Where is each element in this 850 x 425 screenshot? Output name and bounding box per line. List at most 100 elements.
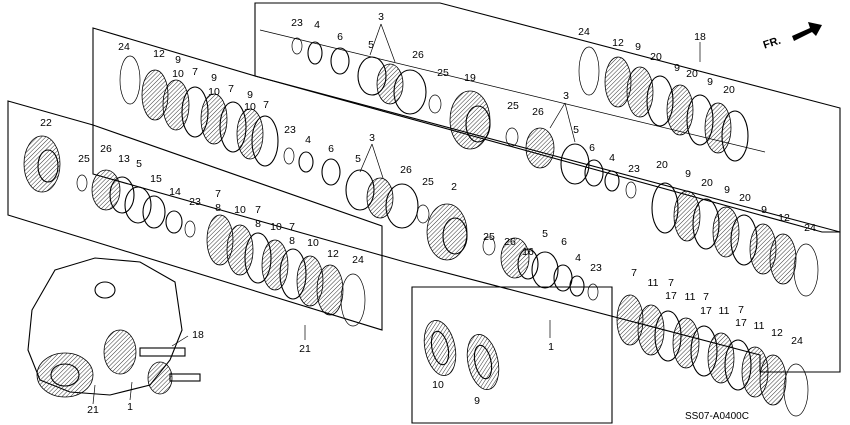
callout-10: 10 [307, 237, 319, 249]
callout-23: 23 [189, 196, 201, 208]
leader-lines [92, 23, 701, 405]
callout-7: 7 [668, 277, 674, 289]
callout-3: 3 [369, 132, 375, 144]
callout-12: 12 [612, 37, 624, 49]
callout-9: 9 [674, 62, 680, 74]
part-code: SS07-A0400C [685, 411, 749, 422]
snap-ring-24b [119, 55, 141, 105]
callout-24: 24 [791, 335, 803, 347]
callout-9: 9 [211, 72, 217, 84]
piston-5e [124, 186, 152, 224]
callout-6: 6 [561, 236, 567, 248]
callout-23: 23 [291, 17, 303, 29]
callout-6: 6 [589, 142, 595, 154]
snap-ring-24a [578, 46, 600, 96]
snap-ring-23e [184, 220, 196, 238]
callout-24: 24 [352, 254, 364, 266]
callout-10: 10 [234, 204, 246, 216]
drum-2-hub [442, 217, 468, 255]
piston-13 [109, 176, 135, 214]
callout-7: 7 [255, 204, 261, 216]
callout-9: 9 [761, 204, 767, 216]
disc-9e [200, 93, 228, 145]
callout-18: 18 [192, 329, 204, 341]
callout-23: 23 [590, 262, 602, 274]
callout-7: 7 [738, 304, 744, 316]
callout-12: 12 [771, 327, 783, 339]
disc-9b [666, 84, 694, 136]
callout-8: 8 [215, 202, 221, 214]
callout-3: 3 [378, 11, 384, 23]
callout-9: 9 [707, 76, 713, 88]
washer-4d [569, 275, 585, 297]
callout-9: 9 [175, 54, 181, 66]
callout-11: 11 [719, 305, 730, 317]
plate-12d [316, 264, 344, 316]
snap-ring-24e [783, 363, 809, 417]
callout-3: 3 [563, 90, 569, 102]
callout-19: 19 [464, 72, 476, 84]
callout-13: 13 [118, 153, 130, 165]
direction-label: FR. [762, 35, 783, 52]
washer-14 [165, 210, 183, 234]
o-ring-25b [505, 127, 519, 147]
disc-9c [704, 102, 732, 154]
callout-9: 9 [247, 89, 253, 101]
seal-26c [385, 183, 419, 229]
callout-4: 4 [575, 252, 581, 264]
transmission-assembly [27, 257, 201, 398]
plate-12a [604, 56, 632, 108]
snap-ring-24c [793, 243, 819, 297]
drum-19-hub [465, 105, 491, 143]
callout-24: 24 [804, 222, 816, 234]
gear-22 [23, 135, 61, 193]
leader-1b [129, 381, 133, 401]
plate-7a [251, 115, 279, 167]
plate-20d [651, 182, 679, 234]
case-boss [94, 281, 116, 299]
disc-9a [626, 66, 654, 118]
callout-23: 23 [628, 163, 640, 175]
disc-10c [226, 224, 254, 276]
callout-20: 20 [686, 68, 698, 80]
leader-3a-left [369, 23, 382, 56]
washer-4a [307, 41, 323, 65]
plate-12e [759, 354, 787, 406]
ring-6d [553, 264, 573, 292]
panel-left [7, 100, 383, 331]
case-shaft-gears [103, 329, 137, 375]
callout-7: 7 [215, 188, 221, 200]
callout-10: 10 [208, 86, 220, 98]
leader-3c-left [359, 143, 373, 173]
callout-12: 12 [778, 212, 790, 224]
callout-9: 9 [635, 41, 641, 53]
callout-21: 21 [299, 343, 311, 355]
callout-4: 4 [314, 19, 320, 31]
panel-bottom-center [411, 286, 613, 424]
o-ring-25e [76, 174, 88, 192]
parts-left [23, 135, 366, 327]
callout-17: 17 [735, 317, 747, 329]
seal-26a [393, 69, 427, 115]
seal-26d [500, 237, 530, 279]
callout-7: 7 [703, 291, 709, 303]
bearing-10 [423, 320, 457, 376]
leader-3b-right [564, 102, 576, 143]
callout-5: 5 [355, 153, 361, 165]
leader-3a-right [380, 23, 396, 63]
callout-25: 25 [437, 67, 449, 79]
snap-ring-23b [625, 181, 637, 199]
disc-11b [672, 317, 700, 369]
bearing-9-bore [473, 344, 493, 380]
leader-21b [92, 384, 96, 405]
callout-7: 7 [228, 83, 234, 95]
disc-9h [712, 206, 740, 258]
disc-9g [673, 190, 701, 242]
disc-11c [707, 332, 735, 384]
callout-8: 8 [289, 235, 295, 247]
callout-9: 9 [724, 184, 730, 196]
seal-26b [525, 127, 555, 169]
callout-7: 7 [263, 99, 269, 111]
ring-16 [517, 248, 539, 280]
